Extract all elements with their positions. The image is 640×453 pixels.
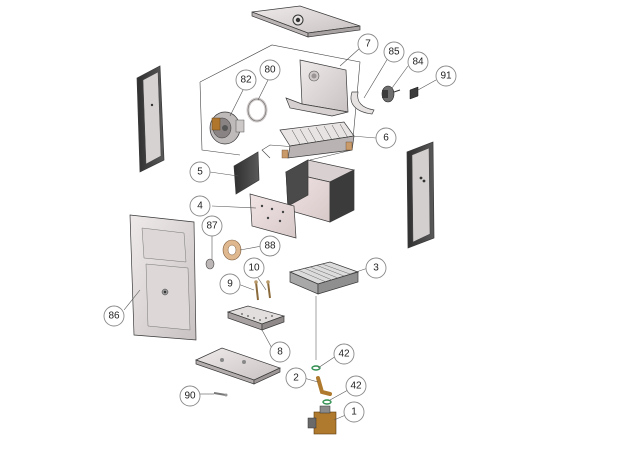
callout-4: 4 [189, 195, 211, 217]
callout-label: 91 [440, 71, 452, 82]
callout-label: 42 [338, 349, 350, 360]
gas-valve [307, 405, 337, 435]
callout-88: 88 [259, 235, 281, 257]
callout-5: 5 [189, 161, 211, 183]
callout-label: 86 [108, 311, 120, 322]
callout-label: 2 [293, 373, 299, 384]
callout-label: 88 [264, 241, 276, 252]
callout-42-lower: 42 [345, 375, 367, 397]
sight-glass-gasket [222, 239, 242, 261]
fan-assembly [209, 111, 245, 145]
callout-label: 82 [240, 75, 252, 86]
callout-label: 80 [264, 65, 276, 76]
sight-glass [205, 258, 215, 270]
o-ring-upper [311, 365, 321, 371]
callout-6: 6 [375, 127, 397, 149]
o-ring-lower [322, 399, 332, 405]
fan-gasket-ring [246, 97, 268, 123]
callout-80: 80 [259, 59, 281, 81]
callout-label: 9 [227, 279, 233, 290]
insulation-panel-side [233, 151, 260, 195]
callout-82: 82 [235, 69, 257, 91]
fan-hood [285, 59, 349, 117]
callout-label: 10 [248, 263, 260, 274]
callout-3: 3 [365, 257, 387, 279]
callout-10: 10 [243, 257, 265, 279]
gas-pipe [315, 296, 332, 396]
insulation-panel-front [249, 193, 297, 239]
ionisation-electrode [266, 280, 271, 299]
left-side-panel [136, 65, 165, 173]
callout-label: 1 [351, 407, 357, 418]
callout-86: 86 [103, 305, 125, 327]
callout-label: 87 [206, 221, 218, 232]
leader-lines [123, 47, 437, 421]
callout-label: 3 [373, 263, 379, 274]
callout-7: 7 [357, 33, 379, 55]
callout-label: 85 [388, 47, 400, 58]
burner-tray [226, 305, 286, 331]
base-plate [195, 347, 281, 385]
callout-label: 5 [197, 167, 203, 178]
burner-assembly [288, 261, 360, 295]
callout-label: 7 [365, 39, 371, 50]
callout-label: 8 [277, 347, 283, 358]
front-door-panel [129, 214, 197, 341]
curved-deflector [350, 91, 375, 115]
callout-84: 84 [407, 51, 429, 73]
callout-label: 6 [383, 133, 389, 144]
callout-85: 85 [383, 41, 405, 63]
callout-label: 4 [197, 201, 203, 212]
pressure-switch [381, 85, 401, 103]
callout-8: 8 [269, 341, 291, 363]
right-side-panel [406, 141, 435, 249]
callout-90: 90 [179, 385, 201, 407]
callout-91: 91 [435, 65, 457, 87]
small-module [409, 86, 419, 100]
callout-87: 87 [201, 215, 223, 237]
combustion-chamber [285, 159, 356, 223]
small-sensor [213, 392, 228, 397]
callout-42-upper: 42 [333, 343, 355, 365]
callout-label: 90 [184, 391, 196, 402]
callout-label: 84 [412, 57, 424, 68]
callout-label: 42 [350, 381, 362, 392]
ignition-electrode [254, 280, 259, 301]
callout-2: 2 [285, 367, 307, 389]
top-cover-plate [251, 5, 361, 38]
callout-9: 9 [219, 273, 241, 295]
callout-1: 1 [343, 401, 365, 423]
heat-exchanger [279, 121, 355, 159]
